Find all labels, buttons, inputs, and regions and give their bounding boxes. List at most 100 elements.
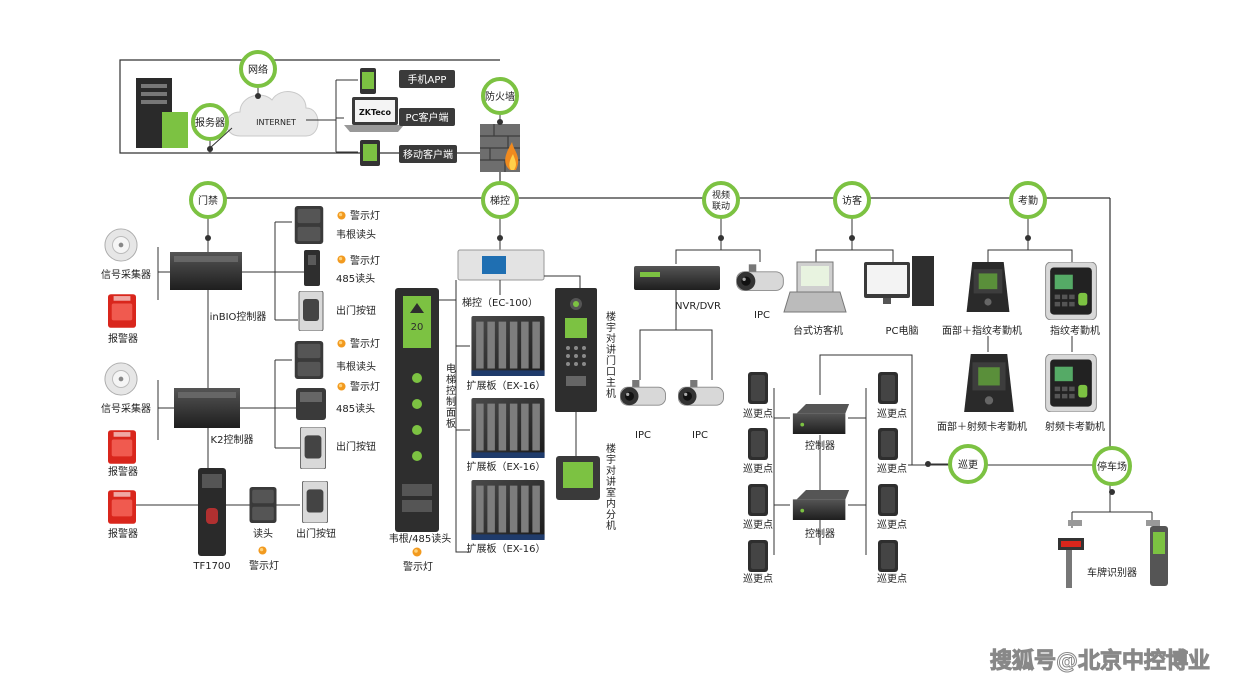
- svg-text:韦根读头: 韦根读头: [336, 228, 376, 241]
- svg-text:巡更点: 巡更点: [743, 463, 773, 475]
- svg-text:出门按钮: 出门按钮: [336, 304, 376, 317]
- ipc-camera-icon: [620, 379, 666, 406]
- svg-text:IPC: IPC: [635, 430, 651, 441]
- access-section: inBIO控制器 信号采集器 报警器 警示灯 韦根读头 警示灯 485读头 出门…: [101, 206, 380, 572]
- rfid-terminal-icon: [1045, 354, 1097, 412]
- intercom-indoor-label: 楼宇对讲室内分机: [606, 442, 616, 532]
- tag-mobile-app: 手机APP: [399, 70, 455, 88]
- patrol-point-icon: [748, 372, 768, 404]
- svg-text:报警器: 报警器: [108, 527, 138, 540]
- elevator-section: 梯控（EC-100） 扩展板（EX-16） 扩展板（EX-16） 扩展板（EX-…: [389, 249, 616, 573]
- svg-text:IPC: IPC: [692, 430, 708, 441]
- patrol-point-icon: [748, 484, 768, 516]
- svg-text:警示灯: 警示灯: [350, 209, 380, 222]
- pin-parking: 停车场: [1092, 446, 1132, 495]
- svg-text:巡更: 巡更: [958, 459, 978, 471]
- svg-text:扩展板（EX-16）: 扩展板（EX-16）: [466, 460, 545, 473]
- svg-text:出门按钮: 出门按钮: [336, 440, 376, 453]
- video-section: NVR/DVR IPC IPC IPC: [620, 238, 784, 441]
- svg-text:网络: 网络: [248, 63, 268, 76]
- svg-text:巡更点: 巡更点: [877, 573, 907, 585]
- patrol-point-icon: [878, 484, 898, 516]
- pin-attendance: 考勤: [1009, 181, 1047, 241]
- k2-label: K2控制器: [211, 433, 254, 446]
- svg-text:报警器: 报警器: [108, 465, 138, 478]
- tag-pc-client: PC客户端: [399, 108, 455, 126]
- pin-server: 报务器: [191, 103, 229, 152]
- svg-text:手机APP: 手机APP: [408, 73, 447, 86]
- laptop-icon: ZKTeco: [344, 97, 404, 132]
- svg-text:车牌识别器: 车牌识别器: [1087, 566, 1137, 579]
- pin-access-control: 门禁: [189, 181, 227, 241]
- svg-text:扩展板（EX-16）: 扩展板（EX-16）: [466, 379, 545, 392]
- svg-text:485读头: 485读头: [336, 272, 375, 285]
- svg-text:门禁: 门禁: [198, 194, 218, 207]
- patrol-controller-icon: [792, 404, 850, 434]
- face-rfid-terminal-icon: [964, 354, 1014, 412]
- pc-tower-icon: [912, 256, 934, 306]
- patrol-point-icon: [878, 428, 898, 460]
- ipc-camera-icon: [678, 379, 724, 406]
- svg-text:信号采集器: 信号采集器: [101, 268, 151, 281]
- svg-text:控制器: 控制器: [805, 439, 835, 452]
- svg-text:警示灯: 警示灯: [350, 254, 380, 267]
- exit-button-icon: [300, 427, 326, 469]
- face-fingerprint-terminal-icon: [966, 262, 1010, 312]
- svg-text:面部＋射频卡考勤机: 面部＋射频卡考勤机: [937, 420, 1027, 433]
- svg-text:联动: 联动: [712, 201, 730, 212]
- attendance-section: 面部＋指纹考勤机 指纹考勤机 面部＋射频卡考勤机 射频卡考勤机: [937, 238, 1105, 433]
- svg-text:巡更点: 巡更点: [877, 408, 907, 420]
- patrol-point-icon: [878, 540, 898, 572]
- expansion-board-icon: [471, 398, 545, 458]
- internet-label: INTERNET: [256, 118, 296, 127]
- svg-text:面部＋指纹考勤机: 面部＋指纹考勤机: [942, 324, 1022, 337]
- warning-lamp-icon: [412, 547, 422, 557]
- svg-text:巡更点: 巡更点: [743, 573, 773, 585]
- svg-text:报务器: 报务器: [195, 116, 225, 129]
- svg-text:巡更点: 巡更点: [877, 519, 907, 531]
- reader-icon: [249, 487, 277, 523]
- ipc-camera-icon: [736, 263, 784, 291]
- patrol-section: 控制器 控制器 巡更点 巡更点 巡更点 巡更点 巡更点 巡更点 巡更点 巡更点 …: [743, 354, 1110, 585]
- svg-text:警示灯: 警示灯: [249, 559, 279, 572]
- server-icon: [136, 78, 188, 148]
- alarm-icon: [108, 490, 136, 524]
- alarm-icon: [108, 294, 136, 328]
- warning-lamp-icon: [258, 546, 267, 555]
- pin-firewall: 防火墙: [481, 77, 519, 125]
- svg-text:移动客户端: 移动客户端: [403, 148, 453, 161]
- firewall-icon: [480, 124, 520, 172]
- svg-text:TF1700: TF1700: [192, 561, 230, 572]
- tablet-icon: [360, 140, 380, 166]
- pin-visitor: 访客: [833, 181, 871, 241]
- pin-network: 网络: [239, 50, 277, 99]
- patrol-point-icon: [878, 372, 898, 404]
- warning-lamp-icon: [337, 382, 346, 391]
- svg-text:信号采集器: 信号采集器: [101, 402, 151, 415]
- expansion-board-icon: [471, 480, 545, 540]
- mobile-phone-icon: [360, 68, 376, 94]
- svg-text:扩展板（EX-16）: 扩展板（EX-16）: [466, 542, 545, 555]
- warning-lamp-icon: [337, 211, 346, 220]
- svg-text:视频: 视频: [712, 189, 730, 201]
- wiegand-reader-icon: [294, 206, 324, 244]
- svg-text:PC电脑: PC电脑: [885, 324, 918, 337]
- svg-text:指纹考勤机: 指纹考勤机: [1050, 324, 1100, 337]
- patrol-controller-icon: [792, 490, 850, 520]
- fingerprint-terminal-icon: [1045, 262, 1097, 320]
- svg-text:搜狐号@北京中控博业: 搜狐号@北京中控博业: [990, 648, 1210, 674]
- visitor-section: 台式访客机 PC电脑: [783, 238, 934, 337]
- svg-text:警示灯: 警示灯: [403, 560, 433, 573]
- watermark: 搜狐号@北京中控博业: [989, 648, 1210, 675]
- alarm-icon: [108, 430, 136, 464]
- intercom-main-label: 楼宇对讲门口主机: [606, 310, 616, 400]
- svg-text:巡更点: 巡更点: [877, 463, 907, 475]
- svg-text:NVR/DVR: NVR/DVR: [675, 301, 721, 312]
- zkteco-logo: ZKTeco: [359, 108, 392, 117]
- svg-text:访客: 访客: [842, 194, 862, 207]
- signal-collector-icon: [104, 362, 138, 396]
- patrol-point-icon: [748, 428, 768, 460]
- svg-text:PC客户端: PC客户端: [405, 111, 448, 124]
- svg-text:报警器: 报警器: [108, 332, 138, 345]
- svg-text:IPC: IPC: [754, 310, 770, 321]
